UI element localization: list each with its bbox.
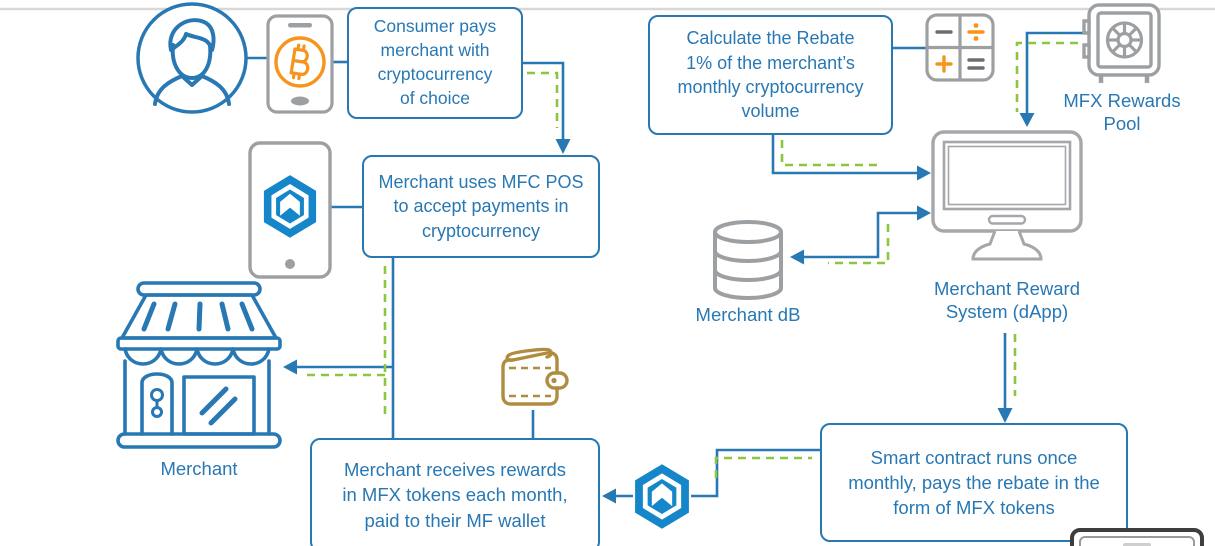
storefront-icon: [116, 281, 282, 449]
calculator-icon: [925, 13, 995, 82]
pos-box: Merchant uses MFC POS to accept payments…: [362, 155, 600, 258]
smart-contract-box: Smart contract runs once monthly, pays t…: [820, 423, 1128, 542]
safe-vault-icon: [1082, 3, 1161, 83]
green-dashed-flow: [306, 41, 1078, 478]
partial-popup-inner: [1079, 536, 1195, 546]
reward-system-label: Merchant Reward System (dApp): [933, 278, 1080, 323]
calculate-rebate-box: Calculate the Rebate 1% of the merchant’…: [648, 15, 893, 135]
partial-popup-knob: [1123, 543, 1151, 546]
mfx-token-icon: [632, 463, 692, 530]
monitor-icon: [931, 130, 1083, 261]
merchant-label: Merchant: [160, 458, 238, 479]
partial-popup-window[interactable]: [1070, 528, 1204, 546]
bitcoin-phone-icon: [266, 14, 334, 114]
consumer-box: Consumer pays merchant with cryptocurren…: [347, 7, 523, 119]
receives-rewards-box: Merchant receives rewards in MFX tokens …: [310, 438, 600, 546]
merchant-db-label: Merchant dB: [695, 304, 801, 325]
wallet-icon: [501, 347, 569, 406]
bitcoin-icon: [274, 36, 326, 88]
arrowheads: [283, 113, 1035, 504]
mfx-pool-label: MFX Rewards Pool: [1063, 90, 1181, 135]
database-icon: [713, 220, 783, 301]
consumer-avatar-icon: [136, 2, 248, 114]
mfx-pos-phone-icon: [248, 141, 332, 279]
